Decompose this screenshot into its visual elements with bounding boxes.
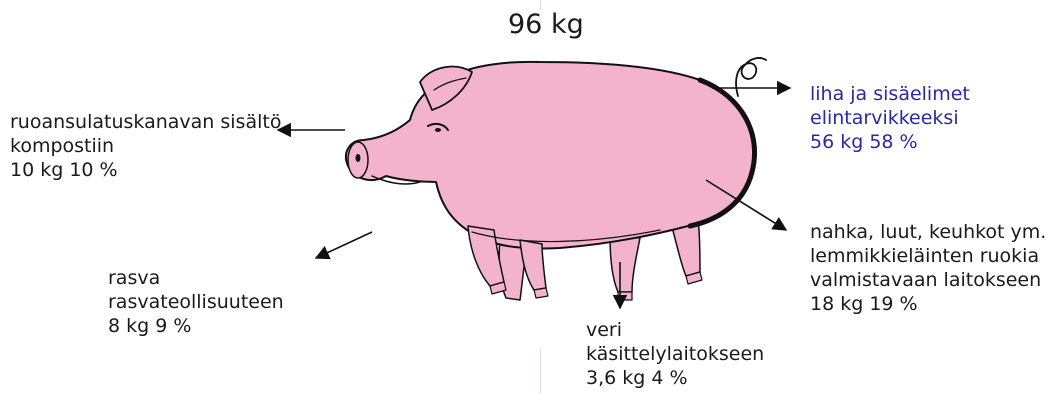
label-fat-line: rasva: [108, 266, 284, 290]
label-meat-line: 56 kg 58 %: [810, 130, 970, 154]
label-blood: veri käsittelylaitokseen 3,6 kg 4 %: [586, 318, 764, 390]
label-blood-line: 3,6 kg 4 %: [586, 366, 764, 390]
pig-hoof: [534, 288, 548, 298]
label-skin-line: lemmikkieläinten ruokia: [810, 244, 1046, 268]
label-skin-line: 18 kg 19 %: [810, 292, 1046, 316]
label-blood-line: veri: [586, 318, 764, 342]
label-skin: nahka, luut, keuhkot ym. lemmikkieläinte…: [810, 220, 1046, 316]
pig-tail: [736, 58, 766, 96]
pig-leg-front-right: [520, 240, 546, 290]
label-skin-line: nahka, luut, keuhkot ym.: [810, 220, 1046, 244]
label-fat-line: 8 kg 9 %: [108, 314, 284, 338]
label-meat-line: liha ja sisäelimet: [810, 82, 970, 106]
label-skin-line: valmistavaan laitokseen: [810, 268, 1046, 292]
pig-leg-back-right: [610, 236, 640, 292]
total-weight: 96 kg: [508, 8, 584, 42]
label-gut-line: 10 kg 10 %: [10, 158, 281, 182]
label-meat-line: elintarvikkeeksi: [810, 106, 970, 130]
pig-illustration: [346, 58, 766, 300]
label-fat: rasva rasvateollisuuteen 8 kg 9 %: [108, 266, 284, 338]
label-fat-line: rasvateollisuuteen: [108, 290, 284, 314]
label-gut: ruoansulatuskanavan sisältö kompostiin 1…: [10, 110, 281, 182]
arrow-down-left-icon: [316, 232, 372, 258]
pig-body: [346, 62, 754, 249]
label-blood-line: käsittelylaitokseen: [586, 342, 764, 366]
label-gut-line: kompostiin: [10, 134, 281, 158]
label-meat: liha ja sisäelimet elintarvikkeeksi 56 k…: [810, 82, 970, 154]
pig-nostril: [356, 154, 361, 162]
label-gut-line: ruoansulatuskanavan sisältö: [10, 110, 281, 134]
